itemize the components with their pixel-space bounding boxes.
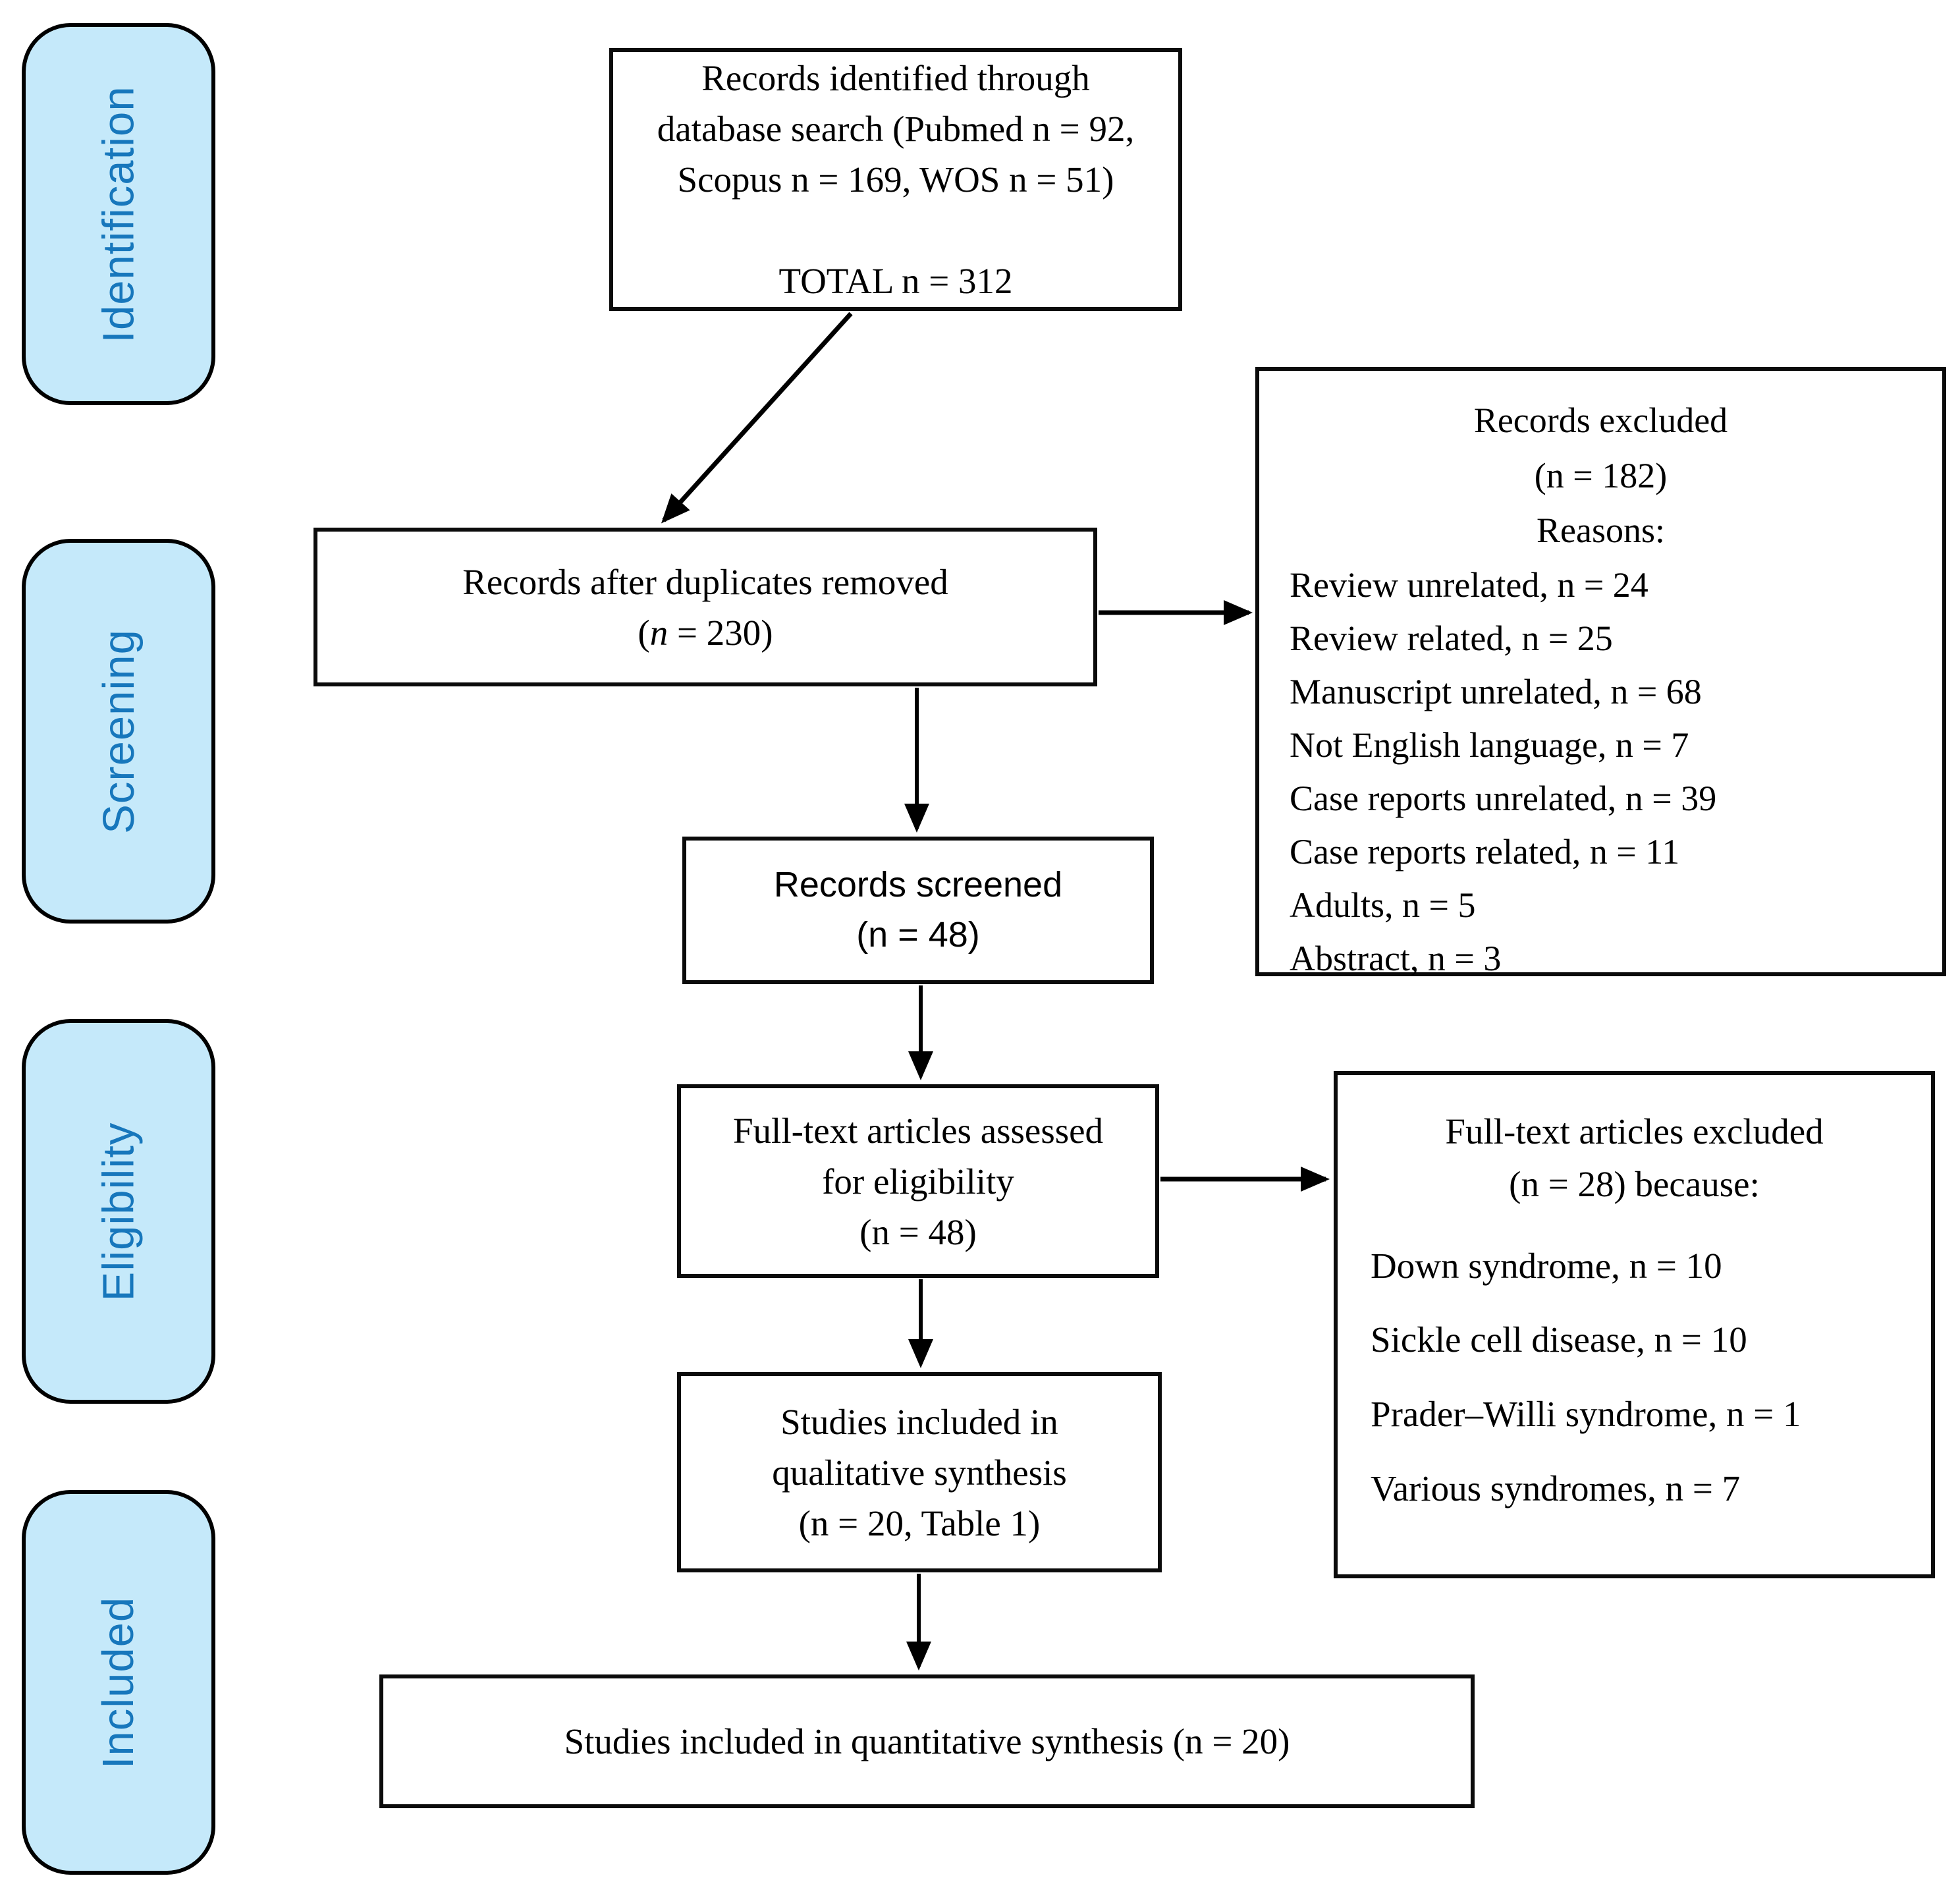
text-line: Manuscript unrelated, n = 68 xyxy=(1290,672,1702,712)
text-line: Various syndromes, n = 7 xyxy=(1371,1468,1741,1508)
text-line: Records screened xyxy=(773,865,1063,905)
box-records-after-duplicates: Records after duplicates removed (n = 230… xyxy=(313,528,1097,686)
stage-eligibility: Eligibility xyxy=(22,1019,215,1404)
text-line: Studies included in xyxy=(780,1401,1058,1442)
box-quantitative-synthesis: Studies included in quantitative synthes… xyxy=(379,1674,1475,1808)
text-line: Reasons: xyxy=(1537,511,1665,551)
text-line: Down syndrome, n = 10 xyxy=(1371,1245,1722,1286)
text-line: Abstract, n = 3 xyxy=(1290,939,1502,979)
box-fulltext-assessed: Full-text articles assessed for eligibili… xyxy=(677,1084,1159,1278)
box-fulltext-excluded: Full-text articles excluded (n = 28) beca… xyxy=(1334,1071,1935,1578)
text-line: Studies included in quantitative synthes… xyxy=(564,1721,1290,1761)
text-line: (n = 182) xyxy=(1534,455,1668,495)
text-line: database search (Pubmed n = 92, xyxy=(657,109,1135,149)
text-line: (n = 48) xyxy=(856,915,980,954)
box-records-identified: Records identified through database searc… xyxy=(609,48,1182,311)
box-qualitative-synthesis: Studies included in qualitative synthesis… xyxy=(677,1372,1162,1572)
text-line xyxy=(613,205,1178,256)
text-line: qualitative synthesis xyxy=(772,1452,1067,1493)
stage-screening-label: Screening xyxy=(94,628,144,834)
stage-included: Included xyxy=(22,1490,215,1875)
text-line: Records after duplicates removed xyxy=(462,561,948,602)
box-records-screened: Records screened (n = 48) xyxy=(682,837,1154,984)
text-line: (n = 230) xyxy=(638,612,773,653)
text-line: Records identified through xyxy=(701,58,1090,98)
stage-identification: Identification xyxy=(22,23,215,405)
text-line: for eligibility xyxy=(822,1161,1014,1202)
text-line: Adults, n = 5 xyxy=(1290,885,1476,926)
stage-included-label: Included xyxy=(94,1596,144,1769)
text-line: Review unrelated, n = 24 xyxy=(1290,565,1648,605)
text-line: Not English language, n = 7 xyxy=(1290,725,1689,765)
records-excluded-header: Records excluded (n = 182) Reasons: xyxy=(1259,393,1942,559)
text-line: Sickle cell disease, n = 10 xyxy=(1371,1319,1747,1360)
text-line: Records excluded xyxy=(1473,401,1728,440)
text-line: Review related, n = 25 xyxy=(1290,619,1613,659)
text-line: Full-text articles assessed xyxy=(732,1110,1104,1151)
text-line: (n = 20, Table 1) xyxy=(798,1503,1041,1543)
text-line: Prader–Willi syndrome, n = 1 xyxy=(1371,1394,1801,1434)
text-line: Case reports unrelated, n = 39 xyxy=(1290,779,1717,819)
text-line: Case reports related, n = 11 xyxy=(1290,832,1680,872)
stage-eligibility-label: Eligibility xyxy=(94,1122,144,1301)
fulltext-excluded-reasons: Down syndrome, n = 10 Sickle cell disease… xyxy=(1338,1229,1931,1526)
fulltext-excluded-header: Full-text articles excluded (n = 28) beca… xyxy=(1338,1105,1931,1211)
stage-identification-label: Identification xyxy=(94,85,144,343)
text-line: TOTAL n = 312 xyxy=(778,261,1013,301)
box-records-excluded: Records excluded (n = 182) Reasons: Review… xyxy=(1255,367,1946,978)
records-excluded-reasons: Review unrelated, n = 24 Review related, … xyxy=(1259,559,1942,985)
stage-screening: Screening xyxy=(22,539,215,924)
text-line: (n = 28) because: xyxy=(1509,1163,1760,1204)
text-line: Full-text articles excluded xyxy=(1445,1111,1824,1151)
text-line: (n = 48) xyxy=(859,1211,977,1252)
text-line: Scopus n = 169, WOS n = 51) xyxy=(677,159,1114,200)
arrow-identified-to-duplicates xyxy=(661,312,853,524)
